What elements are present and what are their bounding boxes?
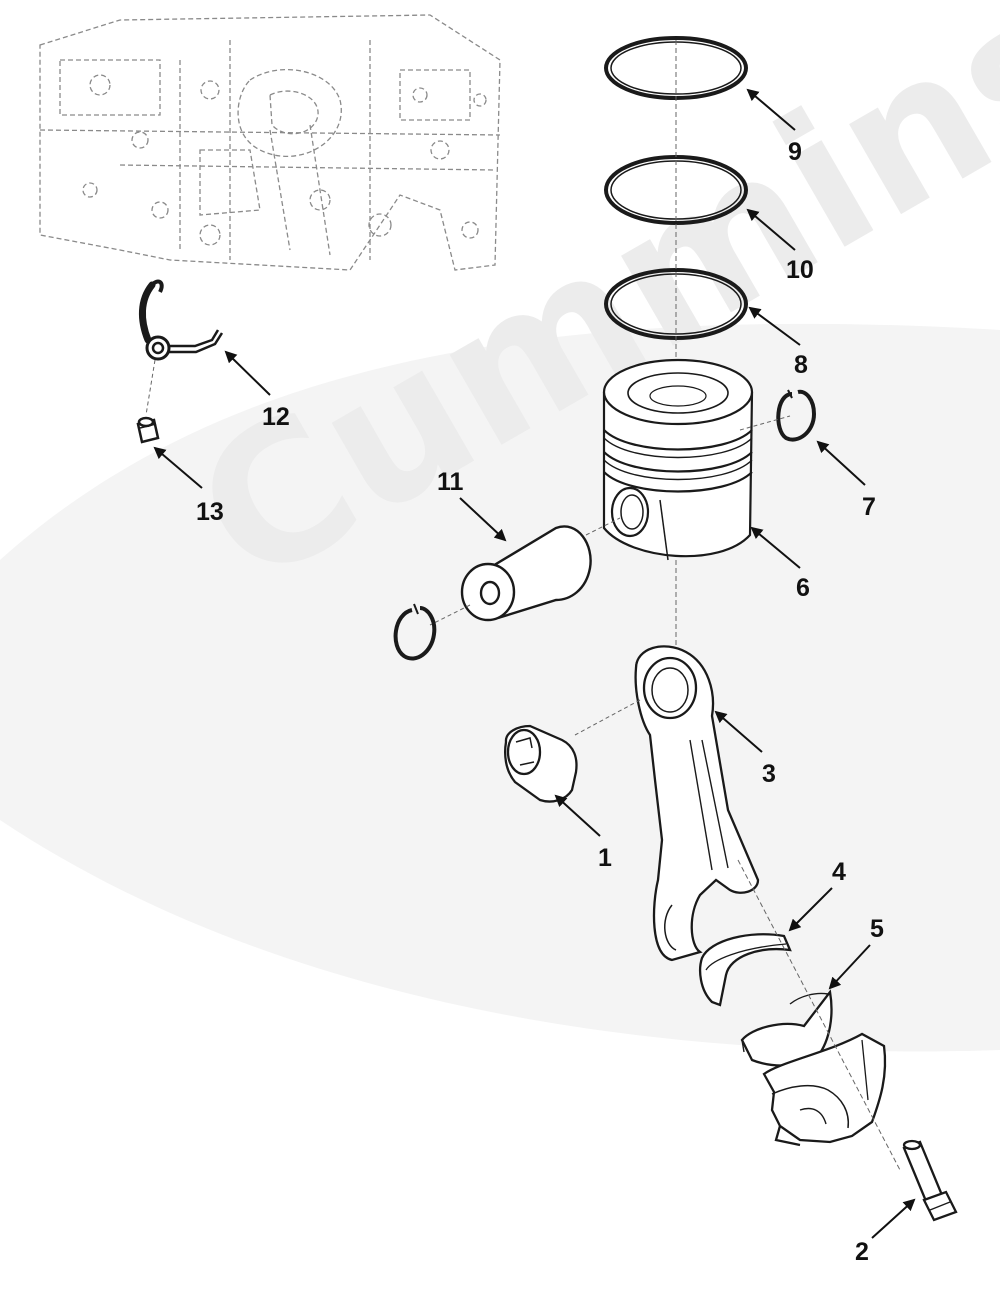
callout-label: 9 [788, 138, 802, 166]
watermark: Cummins [0, 0, 1000, 1052]
callout-10: 10 [746, 208, 814, 284]
callout-6: 6 [750, 526, 810, 602]
connecting-rod-cap [762, 1032, 887, 1147]
engine-block-ghost [39, 14, 501, 271]
retaining-ring-right [776, 389, 817, 442]
callout-13: 13 [153, 446, 224, 526]
axis-line [145, 359, 156, 416]
callout-label: 1 [598, 844, 612, 872]
callout-5: 5 [828, 915, 884, 990]
axis-line [737, 859, 901, 1171]
callout-9: 9 [746, 88, 802, 166]
axis-line [574, 699, 641, 736]
callout-8: 8 [748, 306, 808, 379]
connecting-rod [634, 645, 760, 962]
callout-label: 4 [832, 858, 846, 886]
callout-2: 2 [855, 1198, 916, 1266]
callout-1: 1 [554, 794, 612, 872]
nozzle-capscrew [136, 416, 160, 444]
callout-label: 2 [855, 1238, 869, 1266]
callout-label: 3 [762, 760, 776, 788]
axis-line [739, 415, 791, 431]
callout-label: 8 [794, 351, 808, 379]
axis-line [585, 517, 621, 536]
callout-4: 4 [788, 858, 846, 932]
connecting-rod-capscrew [902, 1139, 958, 1222]
connecting-rod-bushing [504, 724, 578, 803]
callout-label: 11 [437, 468, 464, 496]
piston-cooling-nozzle [139, 279, 224, 361]
callout-label: 13 [196, 498, 224, 526]
callout-label: 12 [262, 403, 290, 431]
callout-12: 12 [224, 350, 290, 431]
callout-7: 7 [816, 440, 876, 521]
callout-3: 3 [714, 710, 776, 788]
callout-11: 11 [437, 468, 507, 542]
callouts: 9 10 8 7 6 11 12 13 [153, 88, 916, 1266]
callout-label: 5 [870, 915, 884, 943]
bearing-shell-upper [699, 933, 792, 1007]
callout-label: 10 [786, 256, 814, 284]
axis-line [429, 604, 471, 626]
piston-pin [460, 525, 592, 622]
callout-label: 7 [862, 493, 876, 521]
piston [602, 358, 754, 561]
retaining-ring-left [393, 603, 437, 661]
callout-label: 6 [796, 574, 810, 602]
